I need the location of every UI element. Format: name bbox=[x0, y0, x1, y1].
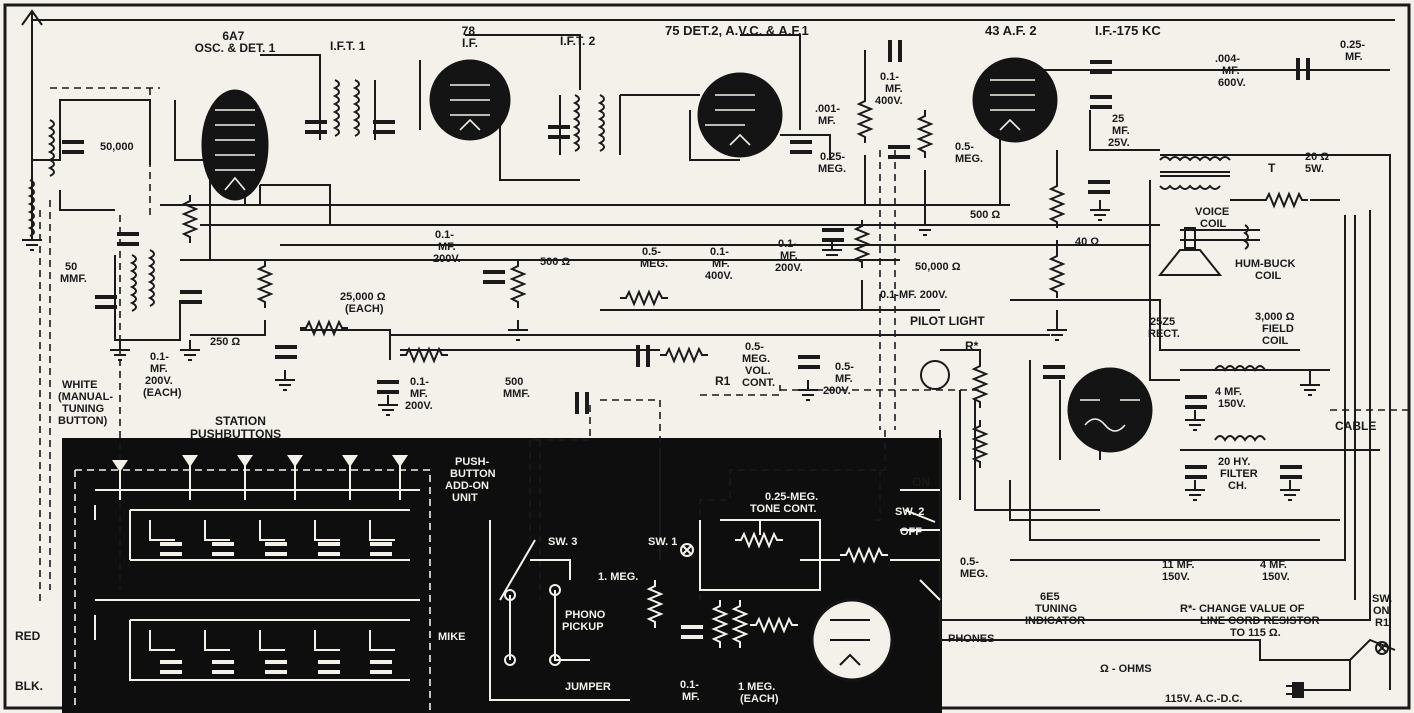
label-phones: PHONES bbox=[948, 633, 994, 645]
label-voice-coil: VOICE COIL bbox=[1195, 206, 1232, 230]
label-cable: CABLE bbox=[1335, 419, 1376, 433]
label-vol-cont: 0.5- MEG. VOL. CONT. bbox=[742, 341, 775, 389]
label-6a7: 6A7 OSC. & DET. 1 bbox=[195, 29, 276, 55]
label-cap-25mf: 25 MF. 25V. bbox=[1108, 113, 1133, 149]
label-on: ON bbox=[912, 475, 930, 489]
label-res-05meg-mid: 0.5- MEG. bbox=[640, 246, 668, 270]
label-75: 75 DET.2, A.V.C. & A.F.1 bbox=[665, 23, 809, 38]
label-cap-01mf-400v-mid: 0.1- MF. 400V. bbox=[705, 246, 733, 282]
label-note-r: R*- CHANGE VALUE OF LINE CORD RESISTOR T… bbox=[1180, 603, 1323, 639]
pushbutton-panel-background bbox=[62, 438, 942, 713]
pushbutton-unit bbox=[74, 455, 941, 710]
label-cap-004mf: .004- MF. 600V. bbox=[1215, 53, 1246, 89]
label-jumper: JUMPER bbox=[565, 681, 611, 693]
label-cap-11mf: 11 MF. 150V. bbox=[1162, 559, 1197, 583]
labels: 6A7 OSC. & DET. 1 78 I.F. 75 DET.2, A.V.… bbox=[15, 23, 1395, 705]
label-pushbutton-unit: PUSH- BUTTON ADD-ON UNIT bbox=[445, 456, 499, 504]
label-cap-01mf-200v-left: 0.1- MF. 200V. bbox=[433, 229, 461, 265]
label-cap-01mf-bottom: 0.1- MF. bbox=[680, 679, 702, 703]
label-res-025meg: 0.25- MEG. bbox=[818, 151, 848, 175]
label-res-500-right: 500 Ω bbox=[970, 209, 1000, 221]
label-phono: PHONO PICKUP bbox=[562, 609, 608, 633]
label-supply: 115V. A.C.-D.C. bbox=[1165, 693, 1242, 705]
label-cap-01mf-200v-mid: 0.1- MF. 200V. bbox=[775, 238, 803, 274]
label-cap-01mf-400v-top: 0.1- MF. 400V. bbox=[875, 71, 906, 107]
label-ohms: Ω - OHMS bbox=[1100, 663, 1152, 675]
label-res-40: 40 Ω bbox=[1075, 236, 1099, 248]
label-ift1: I.F.T. 1 bbox=[330, 39, 366, 53]
label-cap-4mf: 4 MF. 150V. bbox=[1215, 386, 1246, 410]
tube-25z5 bbox=[1067, 367, 1153, 453]
label-sw3: SW. 3 bbox=[548, 536, 577, 548]
label-res-25000: 25,000 Ω (EACH) bbox=[340, 291, 389, 315]
label-off: OFF bbox=[900, 526, 922, 538]
label-cap-50mmf: 50 MMF. bbox=[60, 261, 87, 285]
tube-43 bbox=[972, 57, 1058, 143]
label-r1: R1 bbox=[715, 374, 731, 388]
label-mike: MIKE bbox=[438, 631, 466, 643]
label-cap-001mf: .001- MF. bbox=[815, 103, 843, 127]
main-wiring bbox=[21, 9, 1410, 690]
label-tube-6e5: 6E5 TUNING INDICATOR bbox=[1025, 591, 1085, 627]
label-r-star: R* bbox=[965, 339, 979, 353]
label-if-freq: I.F.-175 KC bbox=[1095, 23, 1161, 38]
label-res-250: 250 Ω bbox=[210, 336, 240, 348]
label-sw1: SW. 1 bbox=[648, 536, 677, 548]
label-res-1meg: 1. MEG. bbox=[598, 571, 638, 583]
label-res-500-mid: 500 Ω bbox=[540, 256, 570, 268]
label-red: RED bbox=[15, 629, 41, 643]
label-sw-on-r1: SW. ON R1 bbox=[1372, 593, 1395, 629]
label-43: 43 A.F. 2 bbox=[985, 23, 1037, 38]
label-cap-05mf-200v: 0.5- MF. 200V. bbox=[823, 361, 857, 397]
label-blk: BLK. bbox=[15, 679, 43, 693]
label-station-pushbuttons: STATION PUSHBUTTONS bbox=[190, 414, 281, 441]
label-cap-01mf-200v-bottom: 0.1- MF. 200V. bbox=[405, 376, 433, 412]
label-res-1meg-each: 1 MEG. (EACH) bbox=[738, 681, 779, 705]
tube-6a7 bbox=[201, 89, 269, 201]
plug-icon bbox=[1286, 638, 1396, 698]
label-res-05meg-top: 0.5- MEG. bbox=[955, 141, 983, 165]
label-tube-25z5: 25Z5 RECT. bbox=[1148, 316, 1180, 340]
tube-6e5 bbox=[810, 598, 894, 682]
label-res-20ohm: 20 Ω 5W. bbox=[1305, 151, 1332, 175]
label-cap-025mf: 0.25- MF. bbox=[1340, 39, 1368, 63]
label-ift2: I.F.T. 2 bbox=[560, 34, 596, 48]
label-res-05meg-low: 0.5- MEG. bbox=[960, 556, 988, 580]
label-hum-buck: HUM-BUCK COIL bbox=[1235, 258, 1299, 282]
label-cap-01mf-200v-each: 0.1- MF. 200V. (EACH) bbox=[143, 351, 182, 399]
label-transformer-t: T bbox=[1268, 161, 1276, 175]
tube-75 bbox=[697, 72, 783, 158]
label-field-coil: 3,000 Ω FIELD COIL bbox=[1255, 311, 1297, 347]
label-res-50000-right: 50,000 Ω bbox=[915, 261, 961, 273]
label-tone-cont: 0.25-MEG. TONE CONT. bbox=[750, 491, 821, 515]
label-cap-4mf-low: 4 MF. 150V. bbox=[1260, 559, 1290, 583]
label-cap-01mf-200v-note: 0.1-MF. 200V. bbox=[880, 289, 947, 301]
label-pilot-light: PILOT LIGHT bbox=[910, 314, 985, 328]
label-cap-500mmf: 500 MMF. bbox=[503, 376, 530, 400]
label-filter-choke: 20 HY. FILTER CH. bbox=[1218, 456, 1261, 492]
label-78: 78 I.F. bbox=[462, 24, 479, 50]
switch-icon bbox=[1375, 641, 1389, 655]
label-res-50000-left: 50,000 bbox=[100, 141, 134, 153]
label-sw2: SW. 2 bbox=[895, 506, 924, 518]
tube-78 bbox=[429, 59, 511, 141]
label-white-button: WHITE (MANUAL- TUNING BUTTON) bbox=[58, 379, 116, 427]
